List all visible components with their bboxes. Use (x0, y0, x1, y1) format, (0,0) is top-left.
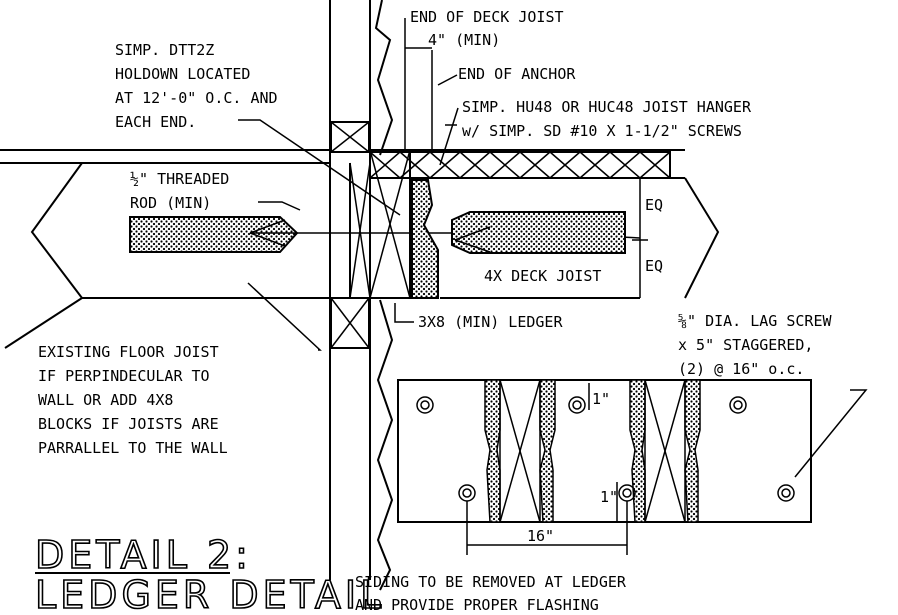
floor-joist-line-5: PARRALLEL TO THE WALL (38, 439, 228, 457)
detail-title-line-1: DETAIL 2: (35, 533, 252, 577)
lag-screw-line-1: ⅝" DIA. LAG SCREW (678, 312, 832, 330)
left-anchor-blob (129, 216, 299, 253)
plan-joist-2-hanger-r (684, 379, 701, 523)
plan-joist-2-hanger (629, 379, 646, 523)
reference-lines (404, 18, 433, 150)
wall (329, 0, 394, 591)
end-of-anchor-label: END OF ANCHOR (458, 65, 576, 83)
lag-screw-line-3: (2) @ 16" o.c. (678, 360, 804, 378)
holdown-line-2: HOLDOWN LOCATED (115, 65, 250, 83)
detail-title-line-2: LEDGER DETAIL (35, 573, 385, 615)
eq-top-label: EQ (645, 196, 663, 214)
hanger-line-2: w/ SIMP. SD #10 X 1-1/2" SCREWS (462, 122, 742, 140)
dim-1-top: 1" (592, 390, 610, 408)
floor-joist-line-3: WALL OR ADD 4X8 (38, 391, 173, 409)
threaded-rod-line-2: ROD (MIN) (130, 194, 211, 212)
siding-line-2: AND PROVIDE PROPER FLASHING (355, 596, 599, 614)
existing-floor-joist (0, 149, 330, 349)
dim-16: 16" (527, 527, 554, 545)
eq-bottom-label: EQ (645, 257, 663, 275)
floor-joist-line-1: EXISTING FLOOR JOIST (38, 343, 219, 361)
end-of-deck-joist-label: END OF DECK JOIST (410, 8, 564, 26)
plan-view (397, 379, 812, 555)
dim-1-bottom: 1" (600, 488, 618, 506)
hanger-line-1: SIMP. HU48 OR HUC48 JOIST HANGER (462, 98, 752, 116)
lag-screws (416, 396, 795, 502)
right-anchor-blob (451, 211, 626, 254)
holdown-line-1: SIMP. DTT2Z (115, 41, 214, 59)
threaded-rod-line-1: ½" THREADED (130, 170, 229, 188)
lag-screw-line-2: x 5" STAGGERED, (678, 336, 813, 354)
floor-joist-line-4: BLOCKS IF JOISTS ARE (38, 415, 219, 433)
floor-joist-line-2: IF PERPINDECULAR TO (38, 367, 210, 385)
min-4-label: 4" (MIN) (428, 31, 500, 49)
plan-joist-1-hanger (484, 379, 501, 523)
leader-lines (238, 74, 868, 478)
holdown-line-4: EACH END. (115, 113, 196, 131)
deck-joist-label: 4X DECK JOIST (484, 267, 601, 285)
decking-blocks (369, 151, 671, 179)
holdown-line-3: AT 12'-0" O.C. AND (115, 89, 278, 107)
plan-dimensions (466, 383, 628, 555)
joist-hanger (411, 179, 439, 299)
ledger-label: 3X8 (MIN) LEDGER (418, 313, 563, 331)
plan-joist-1-hanger-r (539, 379, 556, 523)
siding-line-1: SIDING TO BE REMOVED AT LEDGER (355, 573, 627, 591)
